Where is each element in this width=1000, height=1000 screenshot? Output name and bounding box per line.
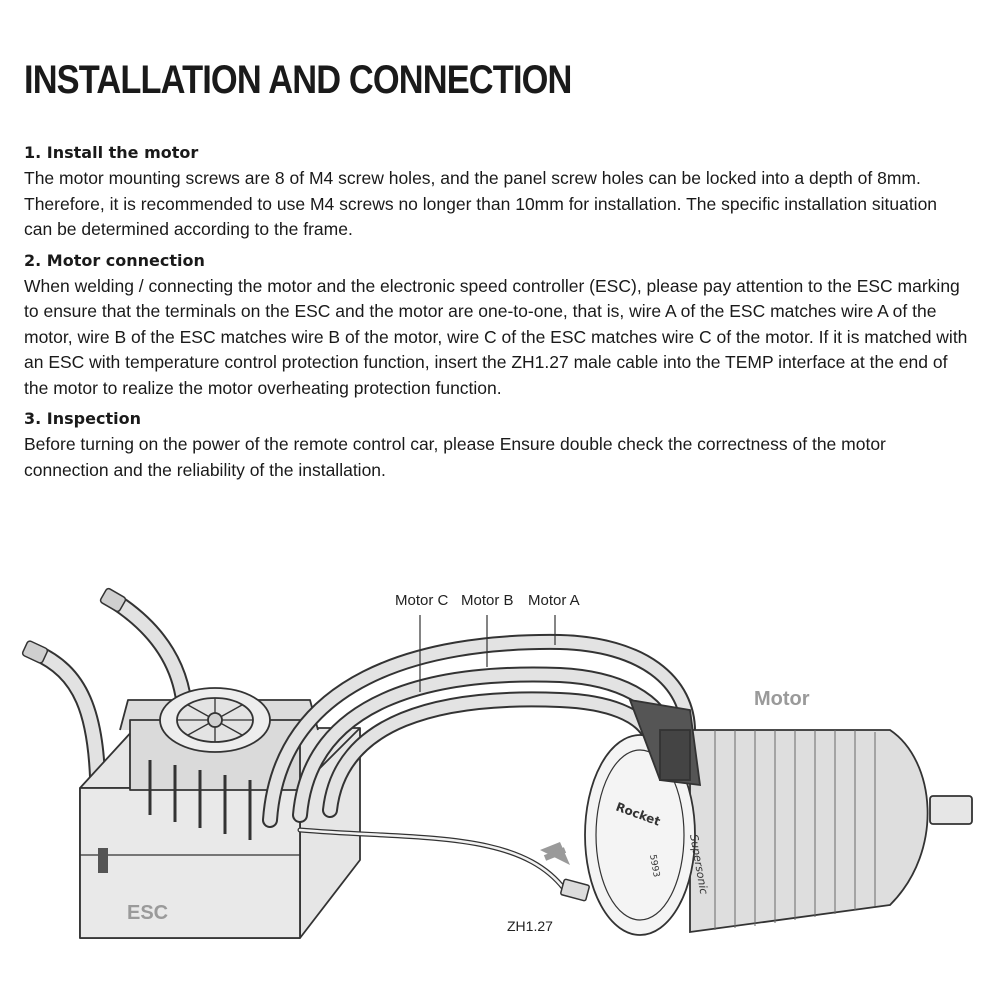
section-line: The motor mounting screws are 8 of M4 sc… [24,168,921,188]
section-line: When welding / connecting the motor and … [24,275,960,296]
section-line: Before turning on the power of the remot… [24,434,886,454]
section-inspection: 3. Inspection Before turning on the powe… [24,406,984,483]
section-heading: 1. Install the motor [24,143,199,162]
esc-label: ESC [127,902,169,924]
section-line: the motor to realize the motor overheati… [24,377,502,398]
diagram-illustration: Rocket 5993 Supersonic [21,587,973,939]
brushless-motor [584,698,973,936]
temp-cable [297,827,568,893]
motor-label: Motor [754,688,810,710]
section-heading: 3. Inspection [24,409,141,428]
section-line: connection and the reliability of the in… [24,459,386,480]
esc-power-lead-tip [21,587,127,664]
section-line: an ESC with temperature control protecti… [24,352,948,372]
section-line: motor, wire B of the ESC matches wire B … [24,326,968,347]
wire-label-motor-c: Motor C [395,592,449,609]
plug-in-arrow [540,842,570,865]
wire-label-motor-a: Motor A [528,592,580,609]
section-heading: 2. Motor connection [24,250,205,270]
section-line: Therefore, it is recommended to use M4 s… [24,193,938,214]
page-title: INSTALLATION AND CONNECTION [24,58,572,102]
instructions: 1. Install the motor The motor mounting … [24,140,984,488]
zh127-connector [560,878,590,902]
motor-model-mark: 5993 [647,854,661,878]
label-leaders [419,615,556,692]
section-line: can be determined according to the frame… [24,219,353,239]
motor-wires [262,633,697,828]
motor-cooling-fins [714,730,876,930]
section-install-motor: 1. Install the motor The motor mounting … [24,140,984,243]
esc-unit [79,687,361,939]
connection-diagram: Rocket 5993 Supersonic Motor C Motor B M… [0,560,1000,1000]
connector-label: ZH1.27 [507,918,553,934]
section-line: to ensure that the terminals on the ESC … [24,301,937,321]
section-motor-connection: 2. Motor connection When welding / conne… [24,248,984,402]
wire-label-motor-b: Motor B [461,592,514,609]
